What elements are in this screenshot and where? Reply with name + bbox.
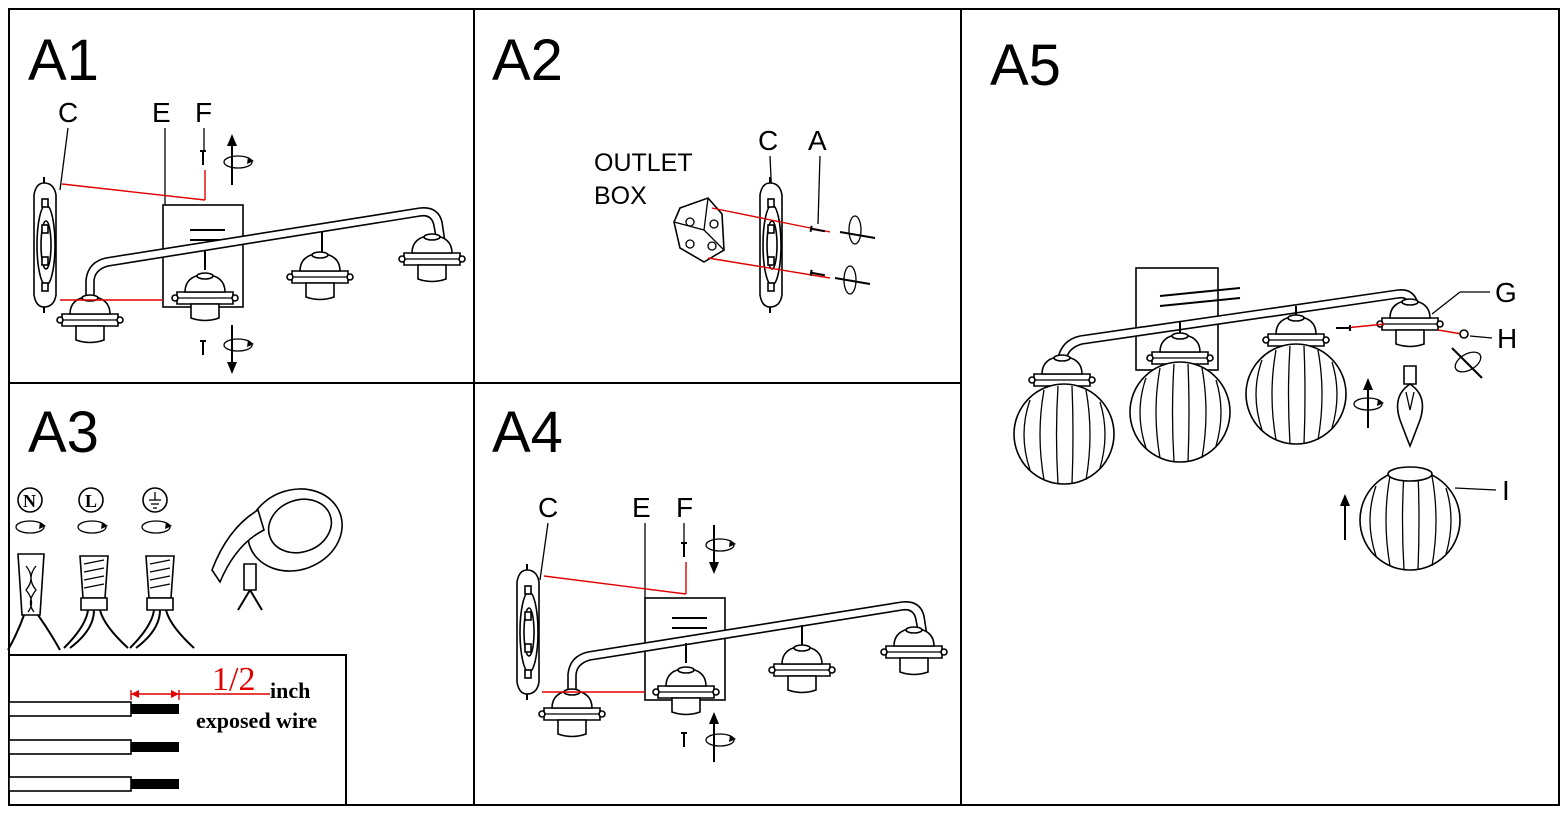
outlet-box-label-line1: OUTLET	[594, 149, 693, 177]
socket-1	[56, 294, 124, 344]
panel-grid	[8, 8, 1560, 806]
rotate-arrow-icon	[15, 520, 47, 534]
strip-unit: inch	[270, 678, 310, 703]
socket-3	[286, 251, 354, 301]
electrical-tape-icon	[211, 488, 343, 611]
wire-strip-detail: 1/2 inch exposed wire	[8, 654, 347, 806]
label-c: C	[538, 492, 558, 523]
glass-globe-loose	[1359, 466, 1461, 571]
strip-caption: exposed wire	[196, 708, 317, 733]
rotate-arrow-icon	[77, 520, 109, 534]
glass-globe-1	[1013, 383, 1115, 485]
socket-3	[768, 644, 836, 694]
screw-icon	[809, 224, 827, 236]
label-c: C	[58, 97, 78, 128]
rotate-arrow-icon	[223, 325, 255, 374]
glass-globe-3	[1245, 343, 1347, 445]
step-a3-panel: A3 N L	[7, 400, 347, 806]
label-h: H	[1497, 323, 1517, 354]
twisted-wires-icon	[7, 553, 61, 651]
screw-icon	[199, 150, 207, 166]
rotate-arrow-icon	[705, 712, 737, 762]
live-symbol-icon	[78, 487, 104, 513]
wire-connector-icon	[129, 555, 195, 649]
socket-4	[1376, 298, 1444, 348]
label-a: A	[808, 125, 827, 156]
label-f: F	[676, 492, 693, 523]
rotate-arrow-icon	[1451, 347, 1483, 379]
label-i: I	[1502, 475, 1510, 506]
rotate-arrow-icon	[839, 215, 876, 245]
label-g: G	[1495, 277, 1517, 308]
screw-icon	[1335, 324, 1351, 332]
screw-icon	[680, 732, 688, 748]
rotate-arrow-icon	[223, 134, 255, 185]
up-arrow-icon	[1340, 494, 1350, 540]
outlet-box	[673, 197, 725, 263]
strip-length: 1/2	[212, 661, 255, 698]
socket-4	[880, 626, 948, 676]
socket-1	[538, 688, 606, 738]
step-a2-title: A2	[492, 28, 563, 93]
rotate-arrow-icon	[834, 265, 871, 295]
socket-4	[398, 233, 466, 283]
rotate-arrow-icon	[705, 525, 737, 574]
crossbar-part	[516, 563, 540, 701]
step-a5-title: A5	[990, 33, 1061, 98]
screw-icon	[1459, 329, 1469, 339]
crossbar-part	[759, 176, 783, 314]
step-a5-panel: A5 G H I	[990, 33, 1517, 571]
glass-globe-2	[1129, 361, 1231, 463]
neutral-symbol-icon	[17, 487, 43, 513]
step-a4-title: A4	[492, 400, 563, 465]
crossbar-part	[33, 176, 57, 314]
step-a4-panel: A4 C E F	[492, 400, 948, 762]
step-a3-title: A3	[28, 400, 99, 465]
screw-icon	[199, 340, 207, 356]
step-a1-title: A1	[28, 28, 99, 93]
ground-symbol-icon	[142, 487, 168, 513]
step-a2-panel: A2 OUTLET BOX C A	[492, 28, 876, 314]
rotate-arrow-icon	[1353, 378, 1385, 428]
live-symbol: L	[85, 491, 97, 511]
step-a1-panel: A1 C E F	[28, 28, 466, 374]
outlet-box-label-line2: BOX	[594, 182, 647, 210]
rotate-arrow-icon	[141, 520, 173, 534]
light-bulb-icon	[1396, 365, 1424, 449]
wire-connector-icon	[63, 555, 129, 649]
label-f: F	[195, 97, 212, 128]
label-c: C	[758, 125, 778, 156]
screw-icon	[680, 542, 688, 558]
label-e: E	[632, 492, 651, 523]
label-e: E	[152, 97, 171, 128]
neutral-symbol: N	[23, 491, 36, 511]
